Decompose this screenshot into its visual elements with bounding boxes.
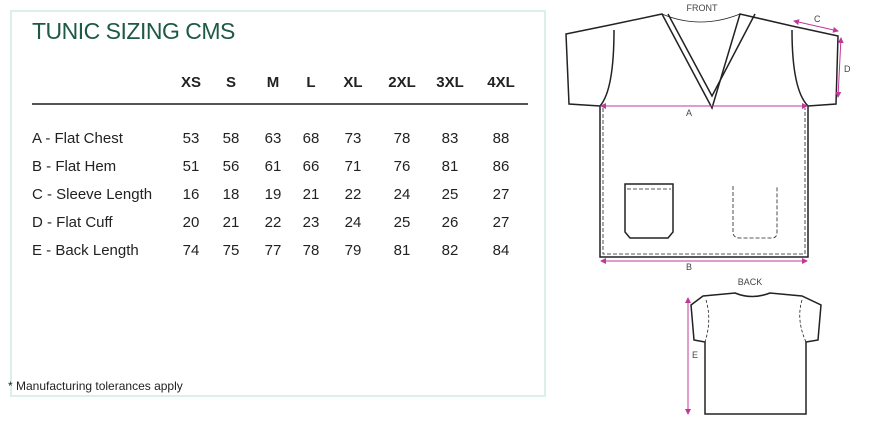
back-tunic-drawing [690,292,822,415]
table-cell: 77 [264,242,282,259]
size-header-4xl: 4XL [487,74,515,91]
page-title: TUNIC SIZING CMS [32,18,235,44]
footnote: * Manufacturing tolerances apply [8,379,183,393]
table-cell: 82 [441,242,459,259]
size-chart-panel [10,10,546,397]
table-cell: 84 [492,242,510,259]
size-header-m: M [266,74,280,91]
table-cell: 74 [182,242,200,259]
row-label: E - Back Length [32,242,139,259]
table-cell: 75 [222,242,240,259]
size-header-l: L [306,74,316,91]
measurement-lines [600,19,844,415]
table-cell: 20 [182,214,200,231]
size-header-3xl: 3XL [436,74,464,91]
size-header-s: S [225,74,237,91]
table-cell: 86 [492,158,510,175]
table-cell: 83 [441,130,459,147]
header-divider [32,103,528,105]
front-tunic-drawing [565,13,839,258]
table-cell: 81 [393,242,411,259]
table-cell: 16 [182,186,200,203]
row-label: D - Flat Cuff [32,214,113,231]
table-cell: 66 [302,158,320,175]
table-cell: 78 [393,130,411,147]
size-header-xl: XL [343,74,363,91]
table-cell: 76 [393,158,411,175]
measure-a-label: A [686,108,692,118]
table-cell: 51 [182,158,200,175]
measure-b-label: B [686,262,692,272]
size-header-2xl: 2XL [388,74,416,91]
table-cell: 26 [441,214,459,231]
table-cell: 22 [344,186,362,203]
table-cell: 22 [264,214,282,231]
table-cell: 25 [441,186,459,203]
table-cell: 88 [492,130,510,147]
table-cell: 56 [222,158,240,175]
table-cell: 63 [264,130,282,147]
table-cell: 24 [344,214,362,231]
table-cell: 18 [222,186,240,203]
table-cell: 19 [264,186,282,203]
table-cell: 78 [302,242,320,259]
row-label: A - Flat Chest [32,130,123,147]
table-cell: 53 [182,130,200,147]
table-cell: 68 [302,130,320,147]
back-label: BACK [738,277,763,287]
measure-d-label: D [844,64,851,74]
measure-e-label: E [692,350,698,360]
table-cell: 58 [222,130,240,147]
table-cell: 21 [222,214,240,231]
table-cell: 73 [344,130,362,147]
table-cell: 25 [393,214,411,231]
front-label: FRONT [687,3,718,13]
measure-c-label: C [814,14,821,24]
row-label: C - Sleeve Length [32,186,153,203]
table-cell: 23 [302,214,320,231]
table-cell: 81 [441,158,459,175]
table-cell: 61 [264,158,282,175]
table-cell: 27 [492,186,510,203]
table-cell: 79 [344,242,362,259]
table-cell: 21 [302,186,320,203]
table-cell: 71 [344,158,362,175]
row-label: B - Flat Hem [32,158,117,175]
size-header-xs: XS [180,74,202,91]
table-cell: 24 [393,186,411,203]
table-cell: 27 [492,214,510,231]
